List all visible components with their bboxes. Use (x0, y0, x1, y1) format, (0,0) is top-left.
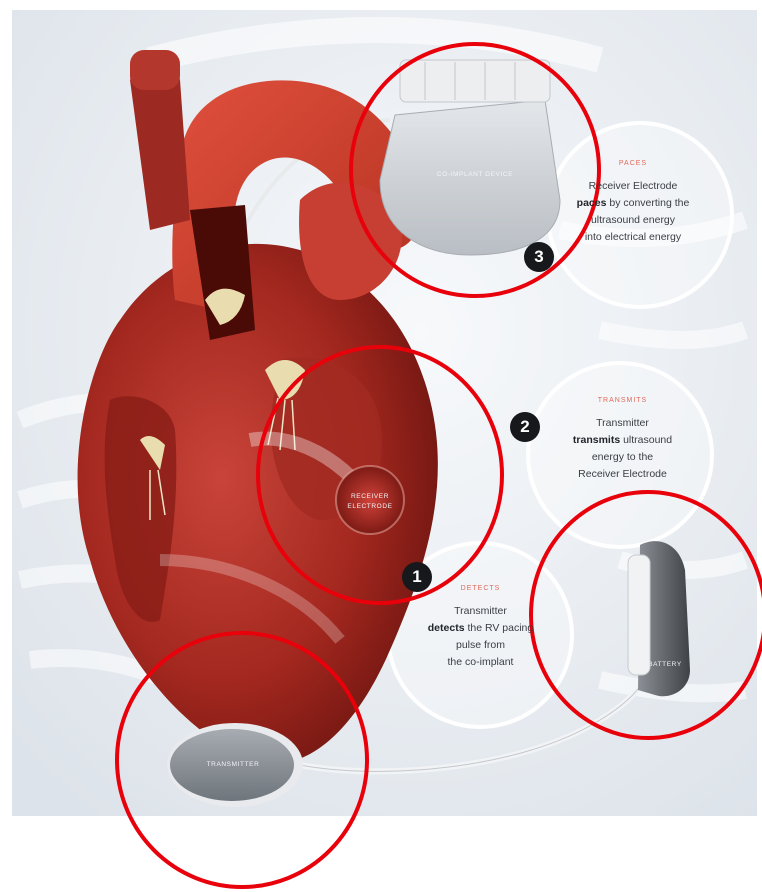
step-1-title: DETECTS (408, 580, 553, 597)
receiver-electrode-label: RECEIVER ELECTRODE (340, 492, 400, 512)
battery-label: BATTERY (640, 660, 690, 670)
co-implant-label: CO-IMPLANT DEVICE (425, 170, 525, 180)
step-badge-3: 3 (524, 242, 554, 272)
co-implant-device (380, 60, 560, 255)
step-3-text: PACES Receiver Electrode paces by conver… (558, 155, 708, 246)
step-2-text: TRANSMITS Transmitter transmits ultrasou… (550, 392, 695, 483)
step-badge-2: 2 (510, 412, 540, 442)
step-2-title: TRANSMITS (550, 392, 695, 409)
step-1-text: DETECTS Transmitter detects the RV pacin… (408, 580, 553, 671)
step-3-title: PACES (558, 155, 708, 172)
battery-device (628, 541, 690, 696)
transmitter-label: TRANSMITTER (188, 760, 278, 770)
